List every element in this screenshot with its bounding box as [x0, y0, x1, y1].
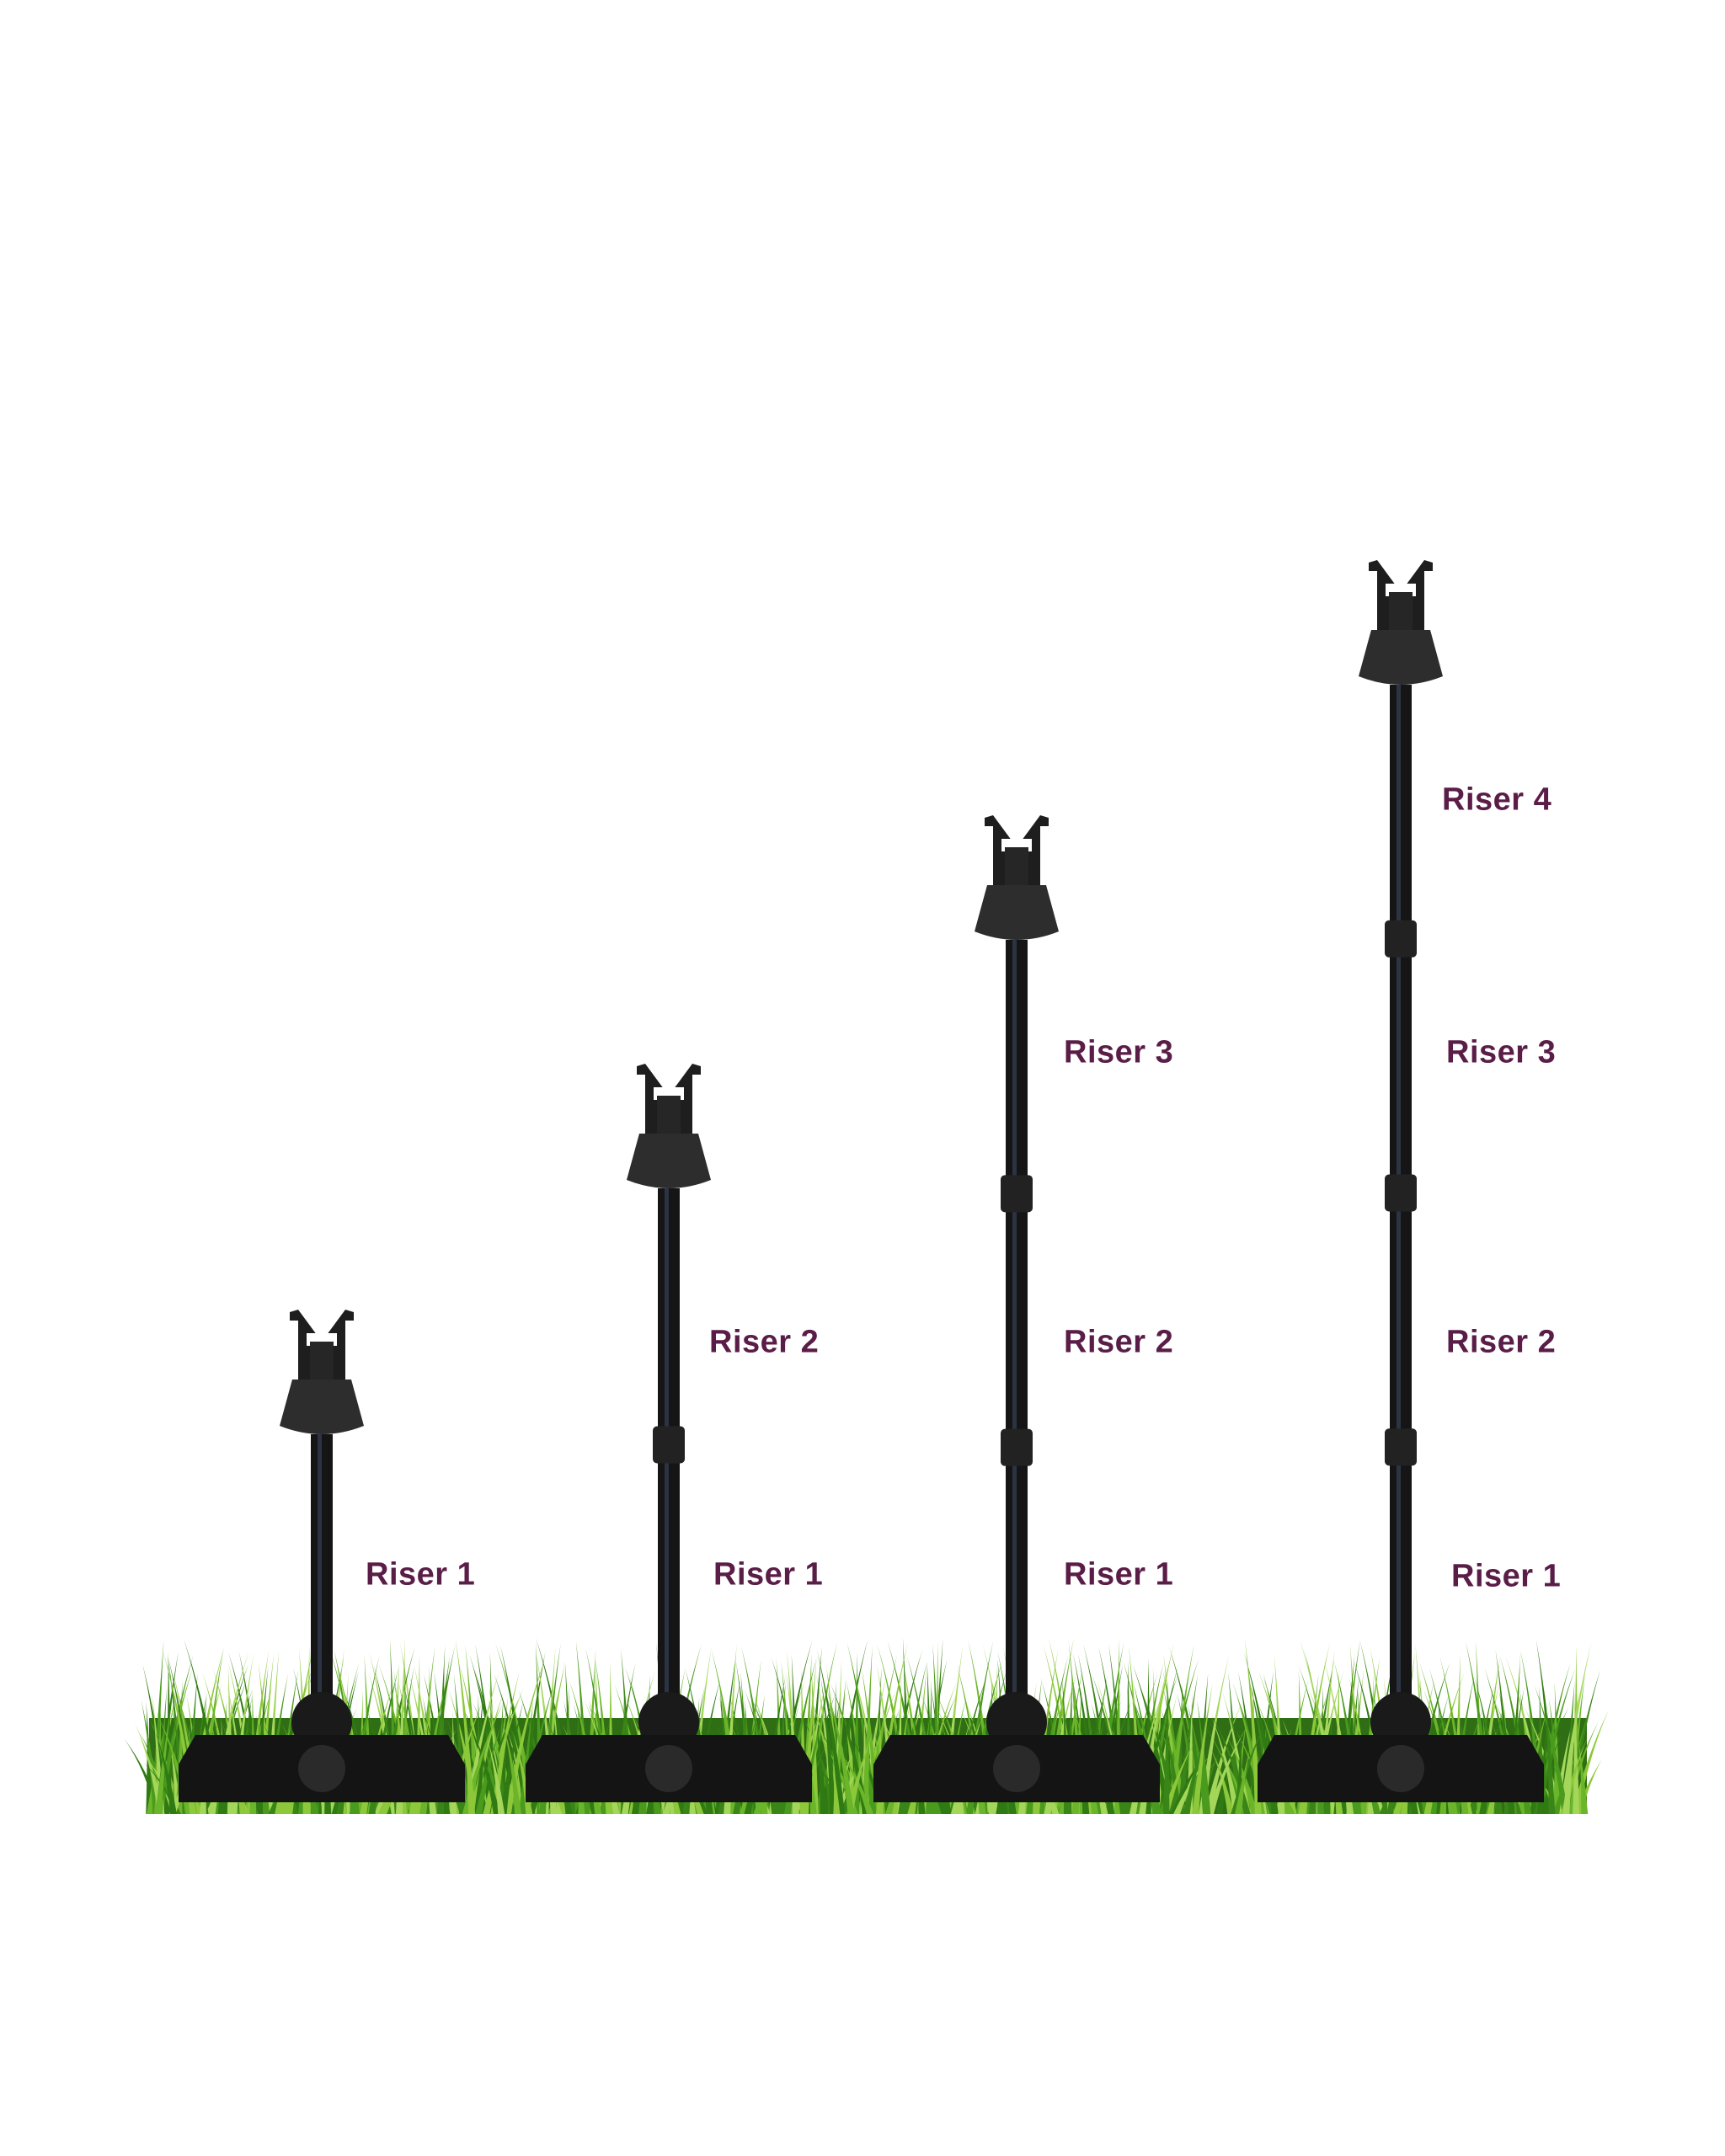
- grass-blade: [832, 1762, 841, 1814]
- sprinkler-cap: [1359, 630, 1443, 685]
- riser-coupling: [653, 1426, 685, 1464]
- grass-blade: [816, 1649, 846, 1814]
- grass-blade: [846, 1731, 874, 1814]
- sprinklers: [179, 560, 1544, 1802]
- grass-blade: [1573, 1692, 1580, 1814]
- col3-riser-1-label: Riser 1: [1064, 1556, 1174, 1593]
- grass-blade: [1544, 1689, 1556, 1814]
- grass-blade: [502, 1720, 522, 1814]
- grass-blade: [463, 1670, 499, 1814]
- sprinkler-cap: [280, 1380, 364, 1434]
- col3-riser-3-label: Riser 3: [1064, 1034, 1174, 1070]
- sprinkler-cap: [627, 1134, 711, 1188]
- grass-blade: [1161, 1709, 1182, 1814]
- col4-riser-1-label: Riser 1: [1451, 1558, 1562, 1594]
- grass-blade: [151, 1640, 164, 1814]
- col1-riser-1-label: Riser 1: [366, 1556, 476, 1593]
- grass-blade: [1196, 1700, 1211, 1814]
- grass-blade: [518, 1700, 534, 1814]
- grass-blade: [1521, 1741, 1554, 1814]
- col4-riser-2-label: Riser 2: [1446, 1324, 1557, 1360]
- col2-riser-1-label: Riser 1: [713, 1556, 824, 1593]
- grass-blade: [1235, 1746, 1251, 1814]
- grass-blade: [462, 1706, 498, 1814]
- grass-blade: [1132, 1664, 1172, 1814]
- grass-blade: [455, 1638, 476, 1814]
- grass-blade: [820, 1677, 837, 1814]
- col3-riser-2-label: Riser 2: [1064, 1324, 1174, 1360]
- col4-riser-3-label: Riser 3: [1446, 1034, 1557, 1070]
- sprinkler-2: [526, 1064, 812, 1802]
- grass-blade: [861, 1645, 873, 1814]
- grass-blade: [1571, 1709, 1610, 1814]
- grass-blade: [1183, 1719, 1212, 1814]
- grass-blade: [1244, 1637, 1262, 1814]
- sprinkler-3: [873, 815, 1160, 1802]
- grass-blade: [1562, 1686, 1580, 1814]
- riser-coupling: [1385, 1174, 1417, 1212]
- sprinkler-1: [179, 1310, 465, 1802]
- grass-blade: [154, 1731, 178, 1814]
- riser-coupling: [1385, 920, 1417, 958]
- grass-blade: [1226, 1734, 1258, 1814]
- grass-blade: [830, 1683, 870, 1814]
- grass-blade: [1231, 1720, 1267, 1814]
- grass-blade: [475, 1721, 503, 1814]
- sprinkler-cap: [975, 885, 1059, 940]
- grass-blade: [1162, 1681, 1170, 1814]
- grass-blade: [1206, 1727, 1247, 1814]
- grass-blade: [837, 1749, 873, 1814]
- riser-coupling: [1001, 1428, 1033, 1466]
- grass-blade: [1192, 1683, 1213, 1814]
- base-inlet: [645, 1745, 692, 1792]
- grass-blade: [473, 1718, 488, 1814]
- grass-blade: [1162, 1740, 1196, 1814]
- grass-blade: [486, 1737, 505, 1814]
- grass-blade: [467, 1720, 500, 1814]
- pipe-highlight: [1012, 940, 1017, 1701]
- base-inlet: [993, 1745, 1040, 1792]
- base-inlet: [1377, 1745, 1424, 1792]
- riser-coupling: [1385, 1428, 1417, 1466]
- sprinkler-4: [1258, 560, 1544, 1802]
- grass-blade: [1205, 1726, 1246, 1814]
- grass-blade: [832, 1640, 868, 1814]
- grass-blade: [1534, 1684, 1569, 1814]
- grass-blade: [494, 1673, 531, 1814]
- grass-blade: [1170, 1747, 1210, 1814]
- riser-coupling: [1001, 1175, 1033, 1213]
- grass-blade: [1211, 1716, 1240, 1814]
- base-inlet: [298, 1745, 345, 1792]
- col2-riser-2-label: Riser 2: [709, 1324, 820, 1360]
- pipe-highlight: [318, 1434, 322, 1701]
- col4-riser-4-label: Riser 4: [1442, 782, 1552, 818]
